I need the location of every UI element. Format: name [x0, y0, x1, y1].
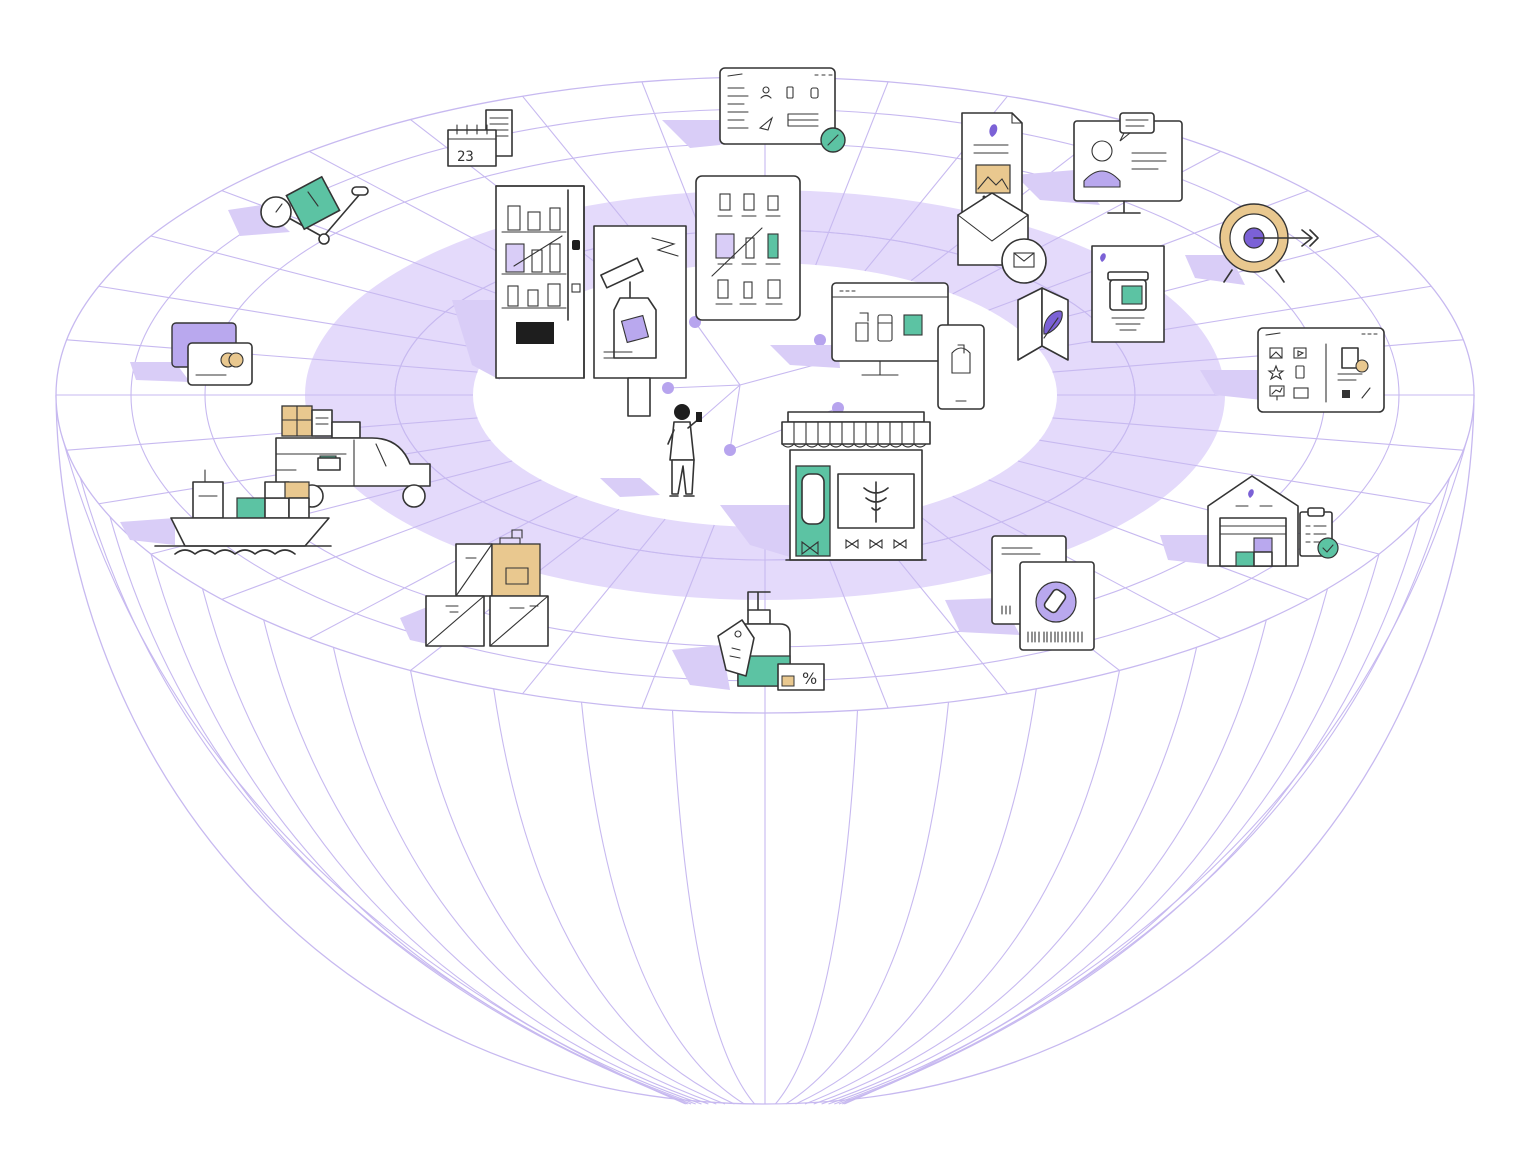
- product-poster-icon: [593, 225, 687, 417]
- network-node: [662, 382, 674, 394]
- grid-meridian: [201, 588, 702, 1105]
- video-consult-icon: [1073, 112, 1183, 214]
- grid-meridian: [795, 688, 1037, 1105]
- grid-meridian: [409, 670, 726, 1105]
- pharmacy-storefront-icon: [781, 411, 931, 561]
- newsletter-envelope-icon: [957, 112, 1047, 284]
- icon-shadows: [120, 120, 1262, 690]
- grid-spoke: [1039, 439, 1432, 505]
- grid-meridian: [332, 647, 717, 1105]
- grid-meridian: [263, 619, 709, 1105]
- grid-spoke: [641, 524, 715, 709]
- grid-meridian: [842, 477, 1451, 1105]
- grid-meridian: [774, 710, 859, 1105]
- grid-meridian: [838, 516, 1421, 1105]
- grid-spoke: [815, 81, 889, 266]
- grid-spoke: [1052, 417, 1464, 451]
- grid-spoke: [66, 339, 478, 373]
- dashboard-window-icon: [719, 67, 846, 153]
- barcode-label-icon: [991, 535, 1095, 651]
- grid-spoke: [66, 417, 478, 451]
- sanitizer-discount-icon: %: [717, 591, 825, 691]
- product-leaflet-icon: [1091, 245, 1165, 343]
- discount-symbol: %: [802, 669, 817, 688]
- warehouse-icon: [1207, 475, 1339, 567]
- grid-meridian: [109, 516, 692, 1105]
- grid-meridian: [580, 702, 745, 1105]
- grid-meridian: [493, 688, 735, 1105]
- grid-meridian: [813, 647, 1198, 1105]
- calendar-date: 23: [457, 149, 474, 165]
- network-node: [724, 444, 736, 456]
- grid-spoke: [988, 479, 1309, 600]
- network-node: [832, 402, 844, 414]
- delivery-trolley-icon: [260, 175, 369, 245]
- target-icon: [1219, 203, 1319, 283]
- grid-meridian: [804, 670, 1121, 1105]
- desktop-mobile-shop-icon: [831, 282, 985, 410]
- payment-card-icon: [171, 322, 253, 386]
- person-with-phone-icon: [667, 404, 702, 497]
- grid-spoke: [150, 235, 513, 330]
- grid-meridian: [150, 553, 696, 1105]
- brochure-icon: [1017, 287, 1069, 361]
- vending-machine-icon: [495, 185, 585, 379]
- cargo-ship-icon: [154, 469, 332, 555]
- grid-spoke: [221, 479, 542, 600]
- app-window-icon: [1257, 327, 1385, 413]
- stacked-boxes-icon: [425, 529, 549, 647]
- grid-meridian: [671, 710, 756, 1105]
- grid-spoke: [522, 518, 666, 695]
- product-catalog-icon: [695, 175, 801, 321]
- grid-spoke: [98, 285, 491, 351]
- grid-spoke: [309, 495, 578, 640]
- calendar-icon: 23: [447, 109, 513, 167]
- network-node: [814, 334, 826, 346]
- grid-spoke: [1017, 235, 1380, 330]
- grid-meridian: [844, 436, 1469, 1105]
- grid-meridian: [785, 702, 950, 1105]
- grid-meridian: [828, 588, 1329, 1105]
- grid-meridian: [821, 619, 1267, 1105]
